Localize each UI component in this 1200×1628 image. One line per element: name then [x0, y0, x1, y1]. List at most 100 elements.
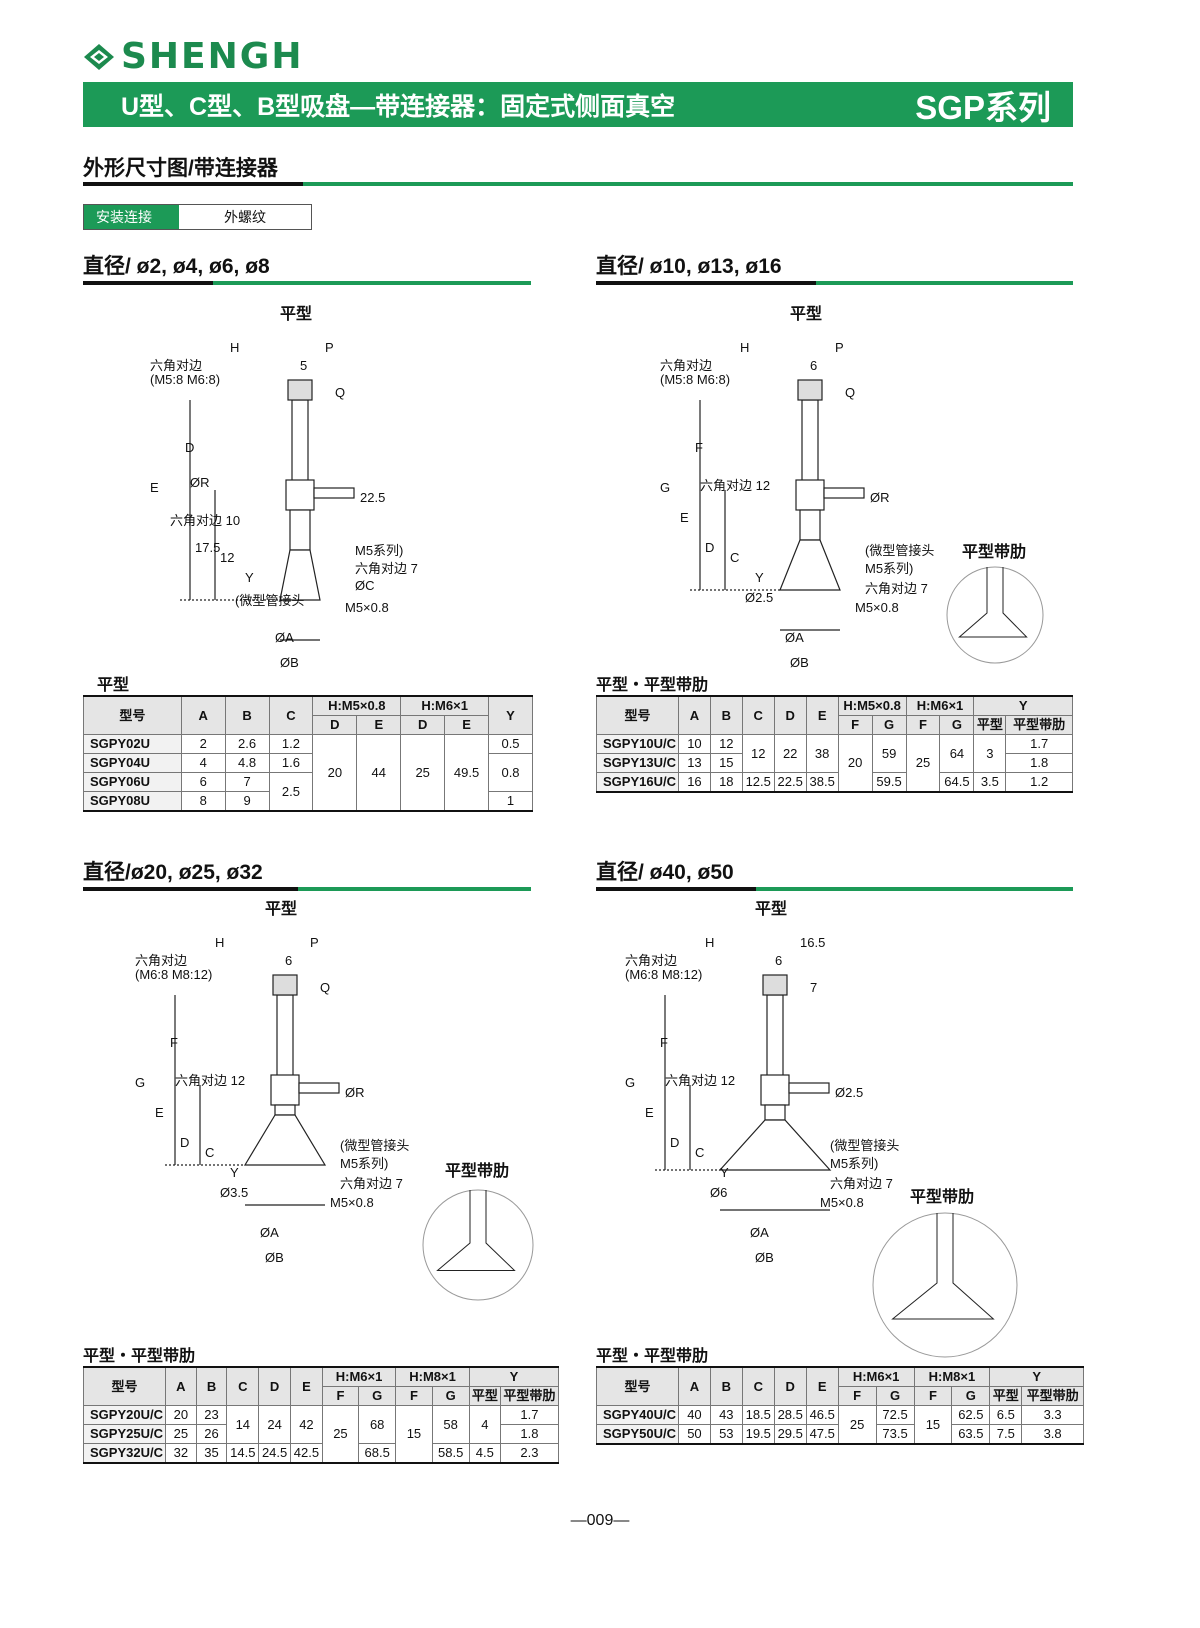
column-header: Y	[973, 695, 1073, 716]
dimension-label: 六角对边 7	[865, 581, 928, 596]
column-header: C	[226, 1366, 260, 1406]
column-header: C	[268, 695, 314, 735]
value-cell: 1.6	[268, 753, 314, 773]
value-cell: 3.8	[1021, 1424, 1084, 1445]
value-cell: 20	[164, 1405, 197, 1425]
value-cell: 2	[180, 734, 226, 754]
value-cell: 4	[468, 1405, 501, 1444]
dimension-label: 17.5	[195, 540, 221, 555]
dimension-label: D	[180, 1135, 190, 1150]
dimension-label: (M5:8 M6:8)	[660, 372, 731, 387]
dimension-label: 六角对边 7	[340, 1176, 403, 1191]
value-cell: 68.5	[358, 1443, 397, 1464]
value-cell: 42	[290, 1405, 323, 1444]
value-cell: 12.5	[741, 772, 775, 793]
column-header: A	[677, 695, 711, 735]
dimension-label: Q	[320, 980, 331, 995]
value-cell: 40	[677, 1405, 711, 1425]
column-header: G	[875, 1386, 915, 1406]
value-cell: 12	[709, 734, 743, 754]
brand-logo: SHENGH	[83, 36, 303, 77]
mount-tag-value: 外螺纹	[179, 205, 311, 229]
value-cell: 1.2	[1005, 772, 1073, 793]
column-header: A	[164, 1366, 197, 1406]
value-cell: 49.5	[444, 734, 490, 812]
value-cell: 43	[709, 1405, 743, 1425]
dimension-label: 7	[810, 980, 818, 995]
dimension-label: 12	[220, 550, 235, 565]
rib-detail-drawing	[872, 1212, 1018, 1358]
section-divider	[596, 281, 1073, 285]
column-header: H:M6×1	[905, 695, 975, 716]
column-header: H:M6×1	[837, 1366, 915, 1387]
dimension-label: (M5:8 M6:8)	[150, 372, 221, 387]
dimension-label: 5	[300, 358, 308, 373]
column-header: 型号	[596, 695, 679, 735]
column-header: D	[773, 695, 807, 735]
dimension-label: 六角对边 10	[170, 513, 241, 528]
dimension-label: (微型管接头	[865, 543, 935, 558]
value-cell: 59.5	[871, 772, 907, 793]
dimension-label: 六角对边	[660, 358, 713, 373]
value-cell: 8	[180, 791, 226, 812]
dimension-label: G	[135, 1075, 146, 1090]
dimension-label: 六角对边 12	[175, 1073, 246, 1088]
value-cell: 20	[312, 734, 358, 812]
page-number: —009—	[570, 1512, 630, 1529]
value-cell: 29.5	[773, 1424, 807, 1445]
value-cell: 28.5	[773, 1405, 807, 1425]
column-header: E	[805, 1366, 839, 1406]
dimension-label: H	[230, 340, 240, 355]
value-cell: 19.5	[741, 1424, 775, 1445]
value-cell: 0.5	[488, 734, 533, 754]
model-cell: SGPY20U/C	[83, 1405, 166, 1425]
dimension-label: Y	[230, 1165, 239, 1180]
column-header: D	[312, 715, 358, 735]
title-banner: U型、C型、B型吸盘—带连接器：固定式侧面真空 SGP系列	[83, 82, 1073, 127]
value-cell: 18.5	[741, 1405, 775, 1425]
value-cell: 46.5	[805, 1405, 839, 1425]
value-cell: 15	[913, 1405, 953, 1445]
value-cell: 22.5	[773, 772, 807, 793]
column-header: H:M6×1	[400, 695, 490, 716]
column-header: G	[939, 715, 975, 735]
dimension-label: ØB	[755, 1250, 774, 1265]
dimension-label: F	[695, 440, 703, 455]
dimension-label: M5系列)	[355, 543, 404, 558]
value-cell: 1.7	[499, 1405, 560, 1425]
dimension-label: ØR	[345, 1085, 365, 1100]
dimension-label: Ø3.5	[220, 1185, 249, 1200]
drawing-title: 平型	[265, 901, 298, 918]
value-cell: 24	[258, 1405, 292, 1444]
rib-drawing-title: 平型带肋	[962, 544, 1027, 561]
dimension-label: Ø2.5	[745, 590, 774, 605]
value-cell: 44	[356, 734, 402, 812]
dimension-label: P	[835, 340, 844, 355]
value-cell: 9	[224, 791, 270, 812]
column-header: F	[905, 715, 941, 735]
column-header: 型号	[596, 1366, 679, 1406]
value-cell: 32	[164, 1443, 197, 1464]
section-heading: 直径/ ø10, ø13, ø16	[596, 255, 782, 278]
value-cell: 25	[400, 734, 446, 812]
dimension-label: 16.5	[800, 935, 826, 950]
dimension-label: 六角对边 12	[665, 1073, 736, 1088]
column-header: A	[677, 1366, 711, 1406]
logo-diamond-icon	[84, 43, 114, 70]
value-cell: 35	[195, 1443, 228, 1464]
dimension-label: G	[625, 1075, 636, 1090]
column-header: E	[290, 1366, 323, 1406]
column-header: B	[195, 1366, 228, 1406]
value-cell: 1.8	[499, 1424, 560, 1444]
dimension-label: (微型管接头	[235, 593, 305, 608]
value-cell: 13	[677, 753, 711, 773]
column-header: 平型带肋	[1005, 715, 1073, 735]
value-cell: 58.5	[431, 1443, 470, 1464]
table-caption: 平型・平型带肋	[83, 1348, 196, 1365]
value-cell: 58	[431, 1405, 470, 1444]
